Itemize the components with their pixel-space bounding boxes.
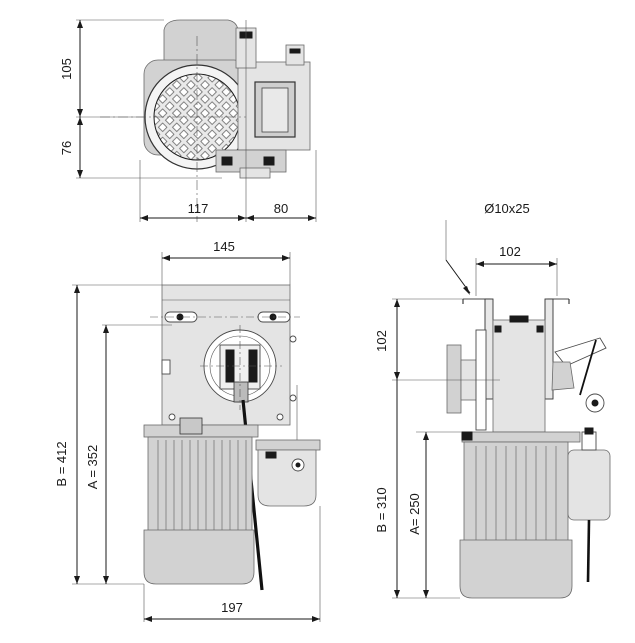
- front-motor-body: [147, 436, 253, 533]
- dim-hole: Ø10x25: [484, 201, 530, 216]
- cooling-fins: [157, 440, 247, 530]
- side-fan-cover: [459, 539, 573, 599]
- dim-102-horizontal: 102: [499, 244, 521, 259]
- side-terminal-box: [567, 449, 611, 521]
- dim-102-vertical: 102: [374, 330, 389, 352]
- dim-197: 197: [221, 600, 243, 615]
- dim-A-352: A = 352: [85, 445, 100, 489]
- dim-80: 80: [274, 201, 288, 216]
- side-flange: [446, 344, 462, 414]
- front-terminal-bar: [255, 439, 321, 451]
- terminal-box: [285, 44, 305, 66]
- dim-A-250: A= 250: [407, 493, 422, 535]
- dim-76: 76: [59, 141, 74, 155]
- dim-B-412: B = 412: [54, 441, 69, 486]
- lever: [554, 337, 607, 367]
- side-view: Ø10x25 102 102 B = 310 A= 250: [374, 201, 611, 599]
- dim-145: 145: [213, 239, 235, 254]
- top-view: 105 76 117 80: [59, 19, 317, 222]
- dim-105: 105: [59, 58, 74, 80]
- dim-B-310: B = 310: [374, 487, 389, 532]
- front-view: 145 B = 412 A = 352 197: [54, 239, 321, 622]
- side-gearbox: [492, 319, 546, 433]
- dim-117: 117: [188, 201, 209, 216]
- front-fan-cover: [143, 529, 255, 585]
- side-cooling-fins: [475, 446, 557, 540]
